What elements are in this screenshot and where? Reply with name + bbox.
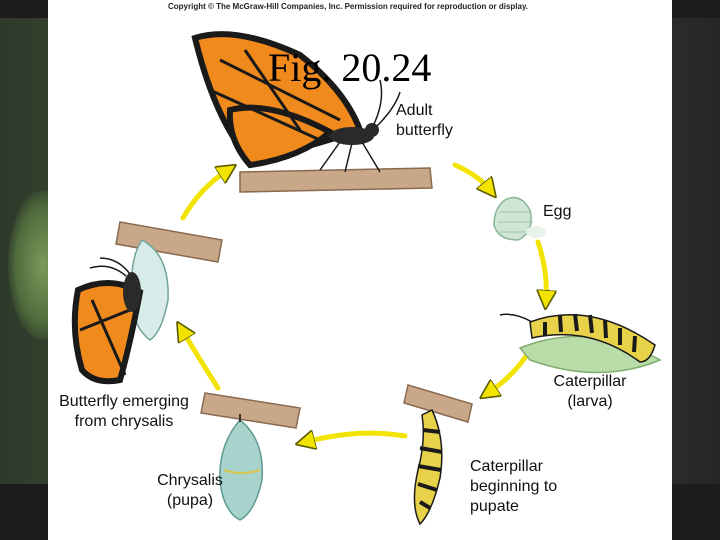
butterfly-icon [191,31,401,173]
figure-label: Fig. 20.24 [268,45,432,90]
egg-icon [493,196,546,241]
stage-label-caterpillar: Caterpillar(larva) [553,373,627,410]
branch-icon [115,167,473,429]
stage-label-chrysalis: Chrysalis(pupa) [157,472,223,509]
emerging-butterfly-icon [71,239,169,385]
copyright-notice: Copyright © The McGraw-Hill Companies, I… [168,2,529,11]
stage-label-egg: Egg [543,203,572,220]
chrysalis-icon [219,414,264,521]
caterpillar-icon [499,313,662,374]
pupating-caterpillar-icon [413,408,443,526]
